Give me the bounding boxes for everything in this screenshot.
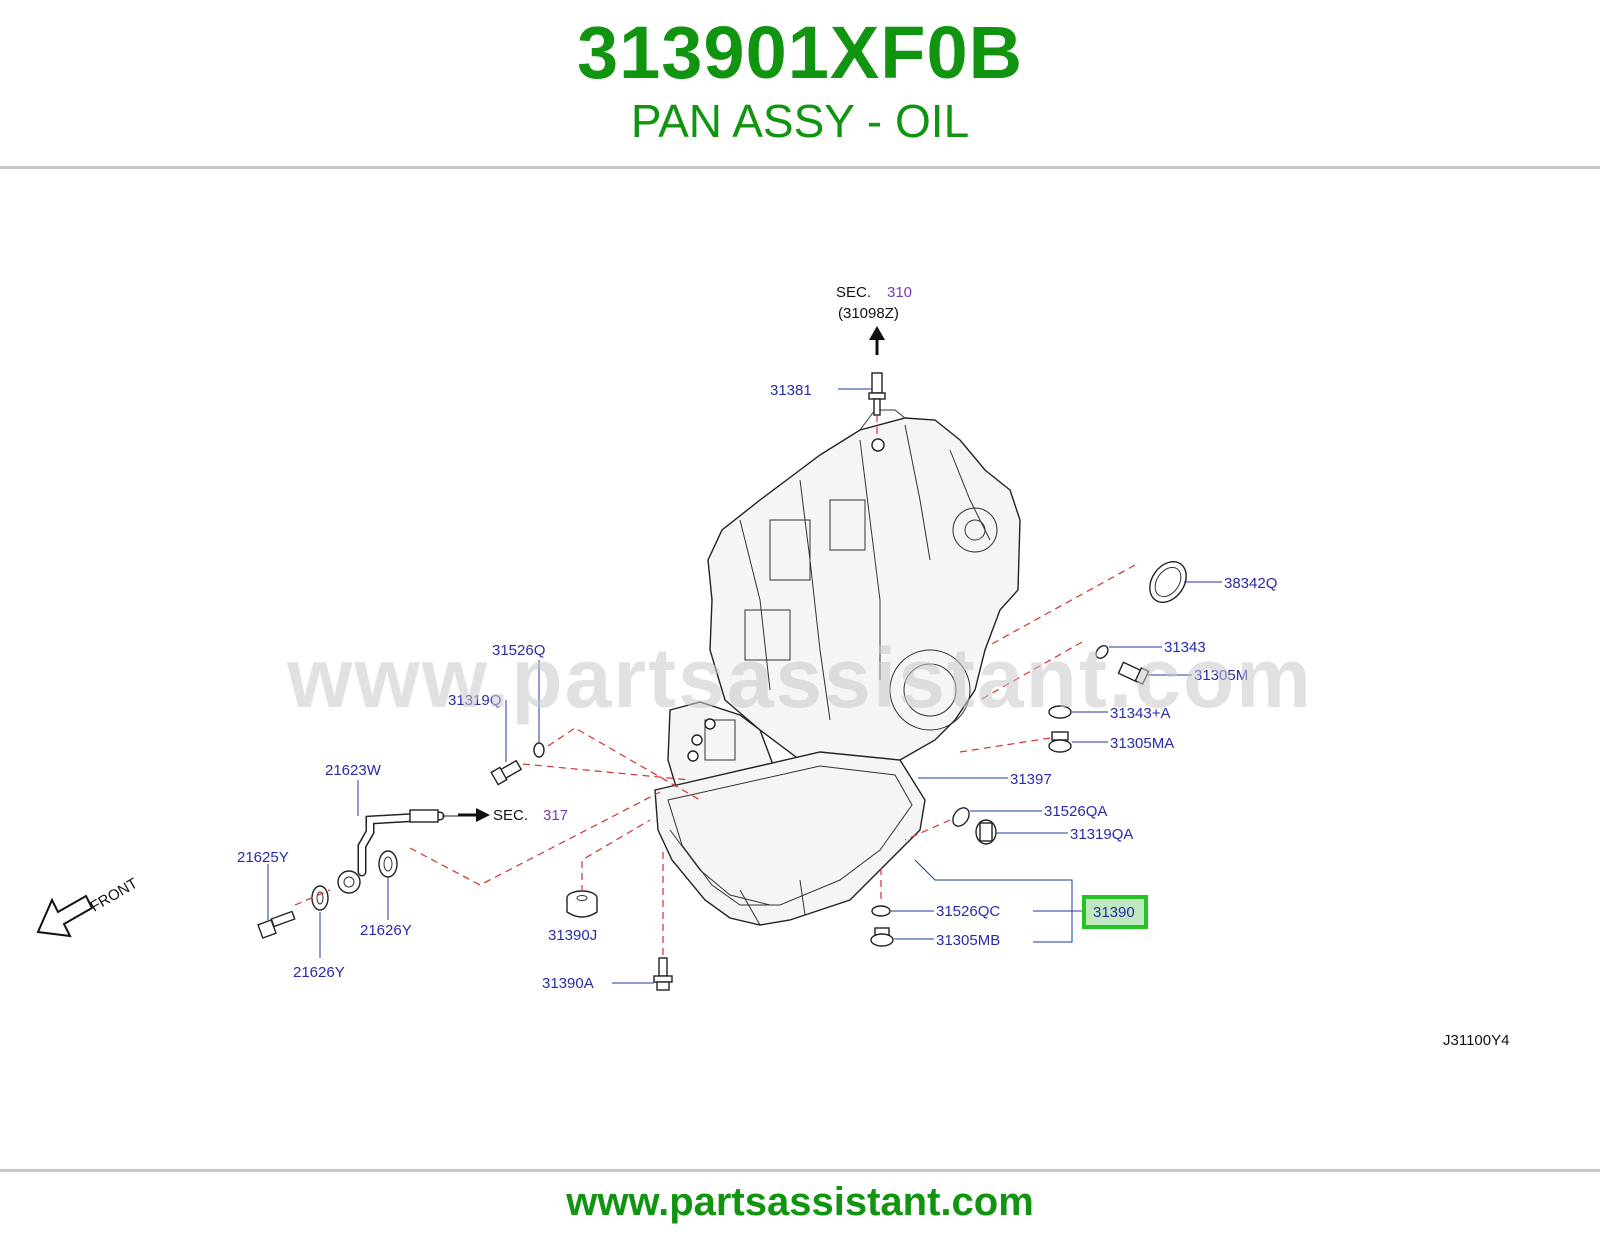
grommet-31390J: 31390J [548,819,651,944]
label-31390J: 31390J [548,927,597,944]
label-31390A: 31390A [542,975,594,992]
sec-side-prefix: SEC. [493,807,528,824]
label-31305MB: 31305MB [936,932,1000,949]
sec-top-subref: (31098Z) [838,305,899,322]
sec-317-reference: SEC. 317 [458,807,568,824]
front-label: FRONT [88,875,141,916]
label-21626Y-left: 21626Y [293,964,345,981]
sec-top-prefix: SEC. [836,284,871,301]
plug-31319QA: 31319QA [975,819,1133,845]
label-31526QC: 31526QC [936,903,1000,920]
part-number-title: 313901XF0B [576,11,1024,94]
exploded-parts-diagram: SEC. 310 (31098Z) 31381 38342Q 31343 313… [36,284,1509,1049]
header-divider [0,166,1600,169]
oring-31526QC: 31526QC [871,868,1000,920]
footer-divider [0,1169,1600,1172]
bracket-31390: 31390 [914,859,1148,943]
label-38342Q: 38342Q [1224,575,1277,592]
washer-21626Y-left: 21626Y [293,885,345,981]
plug-31305M: 31305M [1117,661,1248,685]
diagram-code: J31100Y4 [1443,1032,1509,1049]
header: 313901XF0B PAN ASSY - OIL [0,0,1600,168]
oring-31343: 31343 [979,639,1206,701]
oring-31343A: 31343+A [1048,705,1170,722]
front-direction-indicator: FRONT [36,875,141,938]
bolt-31381: 31381 [770,372,886,440]
oring-31526QA: 31526QA [904,803,1107,841]
label-31526QA: 31526QA [1044,803,1107,820]
sec-310-reference: SEC. 310 (31098Z) [836,284,912,355]
footer-url[interactable]: www.partsassistant.com [566,1180,1034,1224]
oring-31526Q: 31526Q [492,642,701,801]
label-31319QA: 31319QA [1070,826,1133,843]
label-21626Y-right: 21626Y [360,922,412,939]
hose-21623W: 21623W [325,762,661,894]
gasket-31397: 31397 [918,771,1052,788]
label-31381: 31381 [770,382,812,399]
label-21623W: 21623W [325,762,382,779]
label-31397: 31397 [1010,771,1052,788]
highlight-box-31390[interactable] [1082,895,1148,929]
plug-31305MA: 31305MA [959,731,1174,753]
transmission-case [707,409,1021,773]
label-31305MA: 31305MA [1110,735,1174,752]
label-31343A: 31343+A [1110,705,1170,722]
washer-21626Y-right: 21626Y [360,850,412,939]
plug-31305MB: 31305MB [870,927,1000,949]
sec-side-number: 317 [543,807,568,824]
label-31319Q: 31319Q [448,692,501,709]
label-31390[interactable]: 31390 [1093,904,1135,921]
label-31343: 31343 [1164,639,1206,656]
label-31305M: 31305M [1194,667,1248,684]
sec-top-number: 310 [887,284,912,301]
bolt-21625Y: 21625Y [237,849,296,939]
bolt-31319Q: 31319Q [448,692,691,786]
oil-pan-31390 [654,751,926,926]
bolt-31390A: 31390A [542,850,673,992]
part-name-subtitle: PAN ASSY - OIL [630,95,970,147]
label-31526Q: 31526Q [492,642,545,659]
label-21625Y: 21625Y [237,849,289,866]
watermark-text: www.partsassistant.com [287,631,1313,725]
seal-38342Q: 38342Q [989,561,1277,646]
